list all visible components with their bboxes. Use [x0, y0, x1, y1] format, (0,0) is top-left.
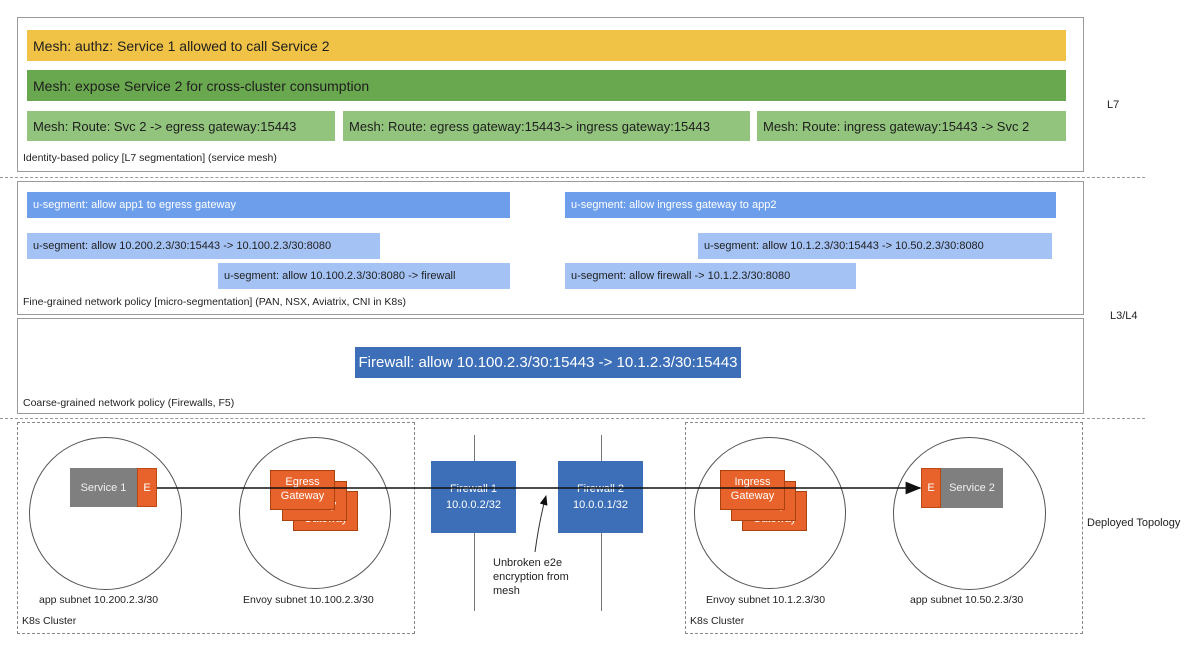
- right-k8s-cluster: [685, 422, 1083, 634]
- left-k8s-cluster: [17, 422, 415, 634]
- u-segment-rule-6: u-segment: allow firewall -> 10.1.2.3/30…: [565, 263, 856, 289]
- firewall-1-ip: 10.0.0.2/32: [445, 499, 502, 511]
- envoy-sidecar-left: E: [137, 468, 157, 507]
- left-app-subnet-label: app subnet 10.200.2.3/30: [39, 594, 159, 606]
- mesh-expose-bar: Mesh: expose Service 2 for cross-cluster…: [27, 70, 1066, 101]
- mesh-authz-bar: Mesh: authz: Service 1 allowed to call S…: [27, 30, 1066, 61]
- right-k8s-cluster-label: K8s Cluster: [690, 615, 745, 627]
- right-app-subnet-circle: [893, 437, 1046, 590]
- encryption-note-line-2: encryption from: [493, 571, 569, 583]
- ingress-envoy-subnet-label: Envoy subnet 10.1.2.3/30: [706, 594, 826, 606]
- u-segment-rule-1: u-segment: allow app1 to egress gateway: [27, 192, 510, 218]
- coarse-panel-caption: Coarse-grained network policy (Firewalls…: [23, 397, 235, 409]
- layer-label-l3l4: L3/L4: [1110, 310, 1138, 322]
- firewall-2-box: Firewall 2 10.0.0.1/32: [558, 461, 643, 533]
- encryption-note-pointer: [534, 495, 548, 553]
- ingress-gateway-line-1: Ingress: [734, 476, 771, 488]
- right-app-subnet-label: app subnet 10.50.2.3/30: [910, 594, 1024, 606]
- encryption-note: Unbroken e2e encryption from mesh: [493, 556, 569, 598]
- ingress-gateway-line-2: Gateway: [730, 490, 775, 502]
- u-segment-rule-5: u-segment: allow 10.100.2.3/30:8080 -> f…: [218, 263, 510, 289]
- egress-envoy-subnet-label: Envoy subnet 10.100.2.3/30: [243, 594, 374, 606]
- encryption-note-line-1: Unbroken e2e: [493, 557, 563, 569]
- left-k8s-cluster-label: K8s Cluster: [22, 615, 77, 627]
- l7-panel-caption: Identity-based policy [L7 segmentation] …: [23, 152, 277, 164]
- mesh-route-bar-3: Mesh: Route: ingress gateway:15443 -> Sv…: [757, 111, 1066, 141]
- encryption-note-line-3: mesh: [493, 585, 520, 597]
- egress-gateway-front: Egress Gateway: [270, 470, 335, 510]
- layer-label-deployed-topology: Deployed Topology: [1087, 517, 1181, 529]
- firewall-rule-bar: Firewall: allow 10.100.2.3/30:15443 -> 1…: [355, 347, 741, 378]
- divider-topology: [0, 418, 1145, 419]
- egress-gateway-line-2: Gateway: [280, 490, 325, 502]
- firewall-1-box: Firewall 1 10.0.0.2/32: [431, 461, 516, 533]
- firewall-1-name: Firewall 1: [449, 483, 498, 495]
- u-segment-rule-4: u-segment: allow 10.1.2.3/30:15443 -> 10…: [698, 233, 1052, 259]
- egress-gateway-line-1: Egress: [285, 476, 320, 488]
- firewall-2-name: Firewall 2: [576, 483, 625, 495]
- mesh-route-bar-1: Mesh: Route: Svc 2 -> egress gateway:154…: [27, 111, 335, 141]
- left-app-subnet-circle: [29, 437, 182, 590]
- ingress-gateway-front: Ingress Gateway: [720, 470, 785, 510]
- service-1-box: Service 1: [70, 468, 137, 507]
- u-segment-rule-3: u-segment: allow 10.200.2.3/30:15443 -> …: [27, 233, 380, 259]
- mesh-route-bar-2: Mesh: Route: egress gateway:15443-> ingr…: [343, 111, 750, 141]
- divider-l7: [0, 177, 1145, 178]
- u-segment-rule-2: u-segment: allow ingress gateway to app2: [565, 192, 1056, 218]
- layer-label-l7: L7: [1107, 99, 1120, 111]
- micro-panel-caption: Fine-grained network policy [micro-segme…: [23, 296, 406, 308]
- service-2-box: Service 2: [941, 468, 1003, 508]
- firewall-2-ip: 10.0.0.1/32: [572, 499, 629, 511]
